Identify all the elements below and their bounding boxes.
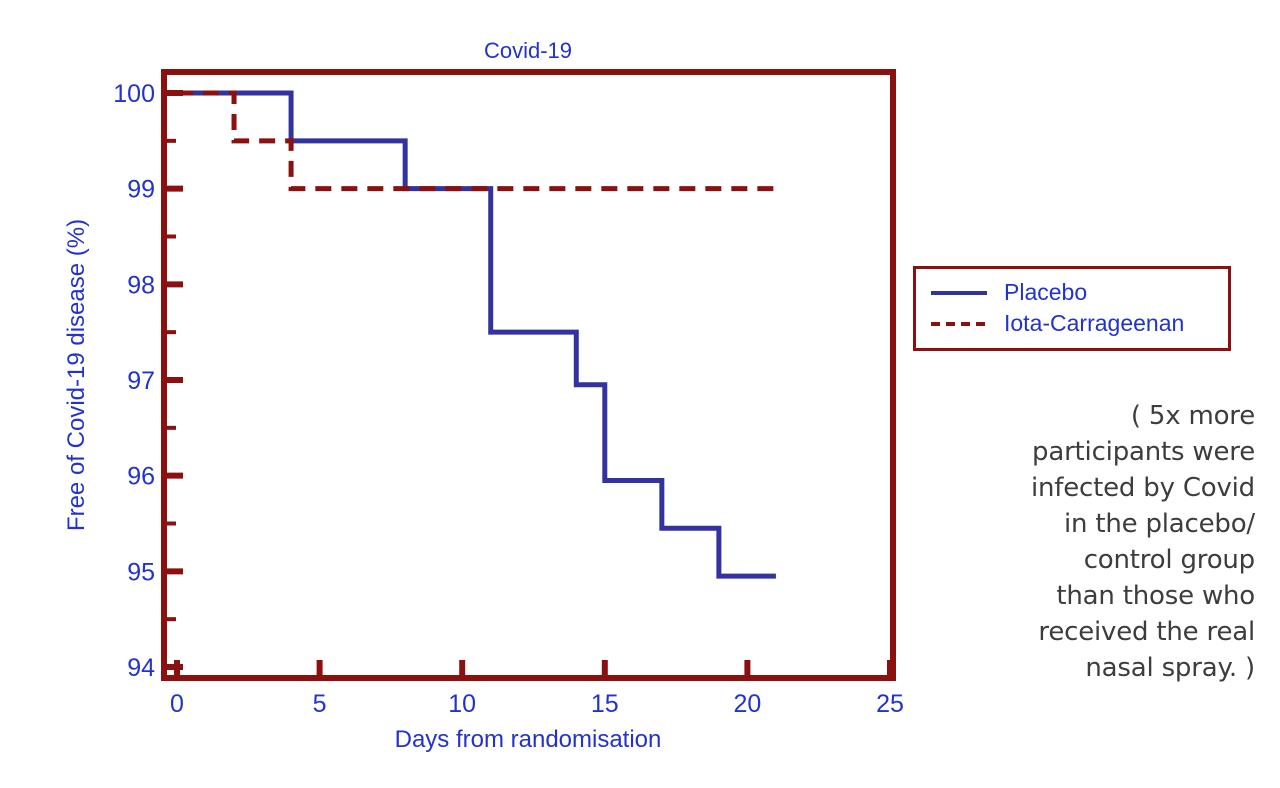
annotation-text-block: ( 5x more participants were infected by … [905, 398, 1255, 686]
legend-label-iota-carrageenan: Iota-Carrageenan [1004, 310, 1185, 336]
x-tick-label: 15 [591, 690, 619, 718]
annotation-line: received the real [1038, 617, 1255, 647]
plot-frame [161, 69, 896, 681]
annotation-line: nasal spray. ) [1085, 653, 1255, 683]
plot-frame-rect [161, 69, 896, 681]
annotation-line: ( 5x more [1130, 401, 1255, 431]
y-tick-label: 97 [127, 367, 155, 395]
y-tick-label: 98 [127, 271, 155, 299]
y-tick-label: 99 [127, 176, 155, 204]
legend-swatch-dashed-line [930, 317, 988, 331]
x-tick-label: 10 [448, 690, 476, 718]
y-tick-label: 96 [127, 463, 155, 491]
x-tick-label: 5 [313, 690, 327, 718]
chart-figure: Covid-19 94 95 96 97 98 99 100 0 5 10 15 20 25 Free… [63, 38, 904, 753]
y-tick-label: 94 [127, 654, 155, 682]
annotation-line: than those who [1056, 581, 1255, 611]
series-line-iota-carrageenan [177, 90, 776, 192]
x-tick-label: 25 [876, 690, 904, 718]
y-axis-tick-labels: 94 95 96 97 98 99 100 [113, 80, 155, 682]
legend-label-placebo: Placebo [1004, 279, 1088, 305]
legend-item-iota-carrageenan: Iota-Carrageenan [930, 308, 1218, 339]
annotation-line: in the placebo/ [1063, 509, 1255, 539]
annotation-line: infected by Covid [1030, 473, 1255, 503]
annotation-line: control group [1083, 545, 1256, 575]
data-series-layer [177, 90, 776, 579]
y-axis-ticks [164, 90, 183, 670]
x-axis-label: Days from randomisation [395, 726, 662, 753]
y-tick-label: 95 [127, 558, 155, 586]
x-tick-label: 20 [733, 690, 761, 718]
chart-legend: Placebo Iota-Carrageenan [913, 266, 1231, 351]
y-tick-label: 100 [113, 80, 155, 108]
y-axis-label: Free of Covid-19 disease (%) [63, 219, 90, 531]
x-axis-tick-labels: 0 5 10 15 20 25 [170, 690, 904, 718]
x-tick-label: 0 [170, 690, 184, 718]
chart-title: Covid-19 [484, 38, 572, 63]
legend-swatch-solid-line [930, 286, 988, 300]
annotation-line: participants were [1032, 437, 1255, 467]
x-axis-ticks [174, 660, 893, 678]
covid19-survival-chart: Covid-19 94 95 96 97 98 99 100 0 5 10 15 20 25 Free… [63, 38, 904, 753]
series-line-placebo [177, 90, 776, 579]
legend-item-placebo: Placebo [930, 277, 1218, 308]
